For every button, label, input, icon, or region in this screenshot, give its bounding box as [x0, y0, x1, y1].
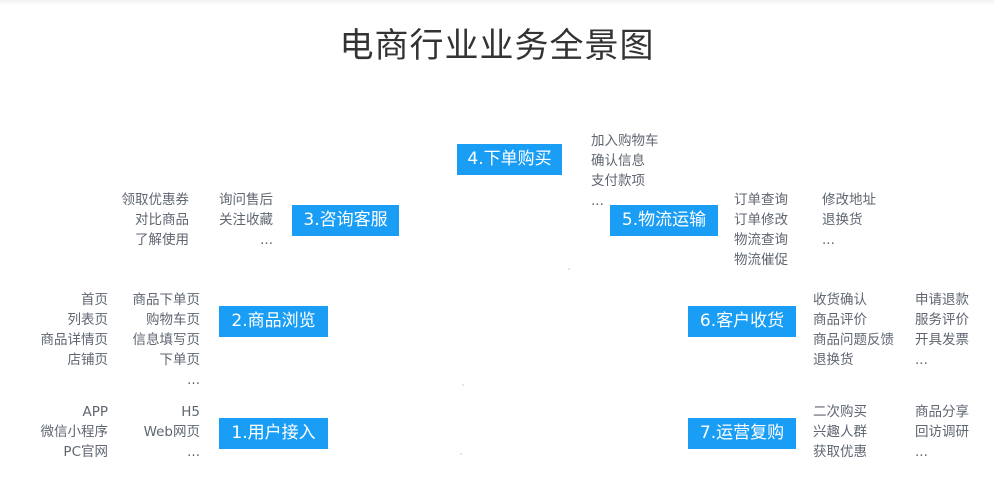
decor-dot — [568, 268, 570, 270]
stage-1-box: 1.用户接入 — [219, 418, 328, 449]
stage-4-list: 加入购物车 确认信息 支付款项 ... — [591, 131, 691, 211]
list-item: 商品下单页 — [132, 292, 201, 308]
list-item: 服务评价 — [915, 312, 969, 328]
list-item: ... — [187, 444, 200, 460]
list-item: H5 — [181, 404, 200, 420]
stage-2-right-list: 商品下单页 购物车页 信息填写页 下单页 ... — [110, 290, 201, 390]
page-title: 电商行业业务全景图 — [339, 26, 655, 66]
list-item: 列表页 — [67, 312, 109, 328]
decor-dot — [462, 384, 464, 386]
list-item: 商品问题反馈 — [813, 332, 894, 348]
list-item: 购物车页 — [146, 312, 200, 328]
list-item: 开具发票 — [915, 332, 969, 348]
list-item: 店铺页 — [67, 352, 109, 368]
list-item: 申请退款 — [915, 292, 969, 308]
list-item: 信息填写页 — [132, 332, 201, 348]
list-item: 加入购物车 — [591, 133, 659, 149]
list-item: 确认信息 — [591, 153, 645, 169]
list-item: ... — [822, 232, 835, 248]
stage-6-box: 6.客户收货 — [688, 306, 796, 337]
stage-5-list-col1: 订单查询 订单修改 物流查询 物流催促 — [734, 190, 814, 270]
stage-1-left-list: APP 微信小程序 PC官网 — [20, 402, 109, 462]
list-item: 订单查询 — [734, 192, 788, 208]
list-item: 二次购买 — [813, 404, 867, 420]
list-item: 商品评价 — [813, 312, 867, 328]
list-item: ... — [915, 444, 928, 460]
list-item: ... — [915, 352, 928, 368]
list-item: 首页 — [81, 292, 108, 308]
stage-6-list-col2: 申请退款 服务评价 开具发票 ... — [915, 290, 991, 370]
stage-1-right-list: H5 Web网页 ... — [120, 402, 200, 462]
stage-2-left-list: 首页 列表页 商品详情页 店铺页 — [20, 290, 109, 370]
list-item: 物流催促 — [734, 252, 788, 268]
list-item: 物流查询 — [734, 232, 788, 248]
stage-7-list-col2: 商品分享 回访调研 ... — [915, 402, 991, 462]
list-item: 修改地址 — [822, 192, 876, 208]
list-item: 微信小程序 — [40, 424, 109, 440]
list-item: APP — [82, 404, 108, 420]
stage-3-left-list: 领取优惠券 对比商品 了解使用 — [100, 190, 190, 250]
list-item: 询问售后 — [219, 192, 273, 208]
list-item: ... — [260, 232, 273, 248]
stage-7-list-col1: 二次购买 兴趣人群 获取优惠 — [813, 402, 903, 462]
list-item: ... — [591, 193, 604, 209]
decor-dot — [460, 453, 462, 455]
stage-7-box: 7.运营复购 — [688, 418, 796, 449]
stage-3-box: 3.咨询客服 — [292, 205, 399, 236]
stage-4-box: 4.下单购买 — [457, 144, 562, 175]
list-item: 商品详情页 — [40, 332, 109, 348]
list-item: 对比商品 — [135, 212, 189, 228]
list-item: 回访调研 — [915, 424, 969, 440]
list-item: 兴趣人群 — [813, 424, 867, 440]
list-item: 退换货 — [813, 352, 854, 368]
list-item: Web网页 — [143, 424, 200, 440]
stage-5-box: 5.物流运输 — [610, 205, 718, 236]
stage-6-list-col1: 收货确认 商品评价 商品问题反馈 退换货 — [813, 290, 909, 370]
stage-3-right-list: 询问售后 关注收藏 ... — [200, 190, 273, 250]
list-item: ... — [187, 372, 200, 388]
list-item: 退换货 — [822, 212, 863, 228]
list-item: PC官网 — [63, 444, 108, 460]
stage-2-box: 2.商品浏览 — [219, 306, 328, 337]
list-item: 获取优惠 — [813, 444, 867, 460]
list-item: 关注收藏 — [219, 212, 273, 228]
list-item: 了解使用 — [135, 232, 189, 248]
list-item: 下单页 — [159, 352, 201, 368]
list-item: 收货确认 — [813, 292, 867, 308]
list-item: 领取优惠券 — [121, 192, 190, 208]
list-item: 订单修改 — [734, 212, 788, 228]
top-strip — [0, 0, 994, 6]
list-item: 支付款项 — [591, 173, 645, 189]
list-item: 商品分享 — [915, 404, 969, 420]
stage-5-list-col2: 修改地址 退换货 ... — [822, 190, 902, 250]
